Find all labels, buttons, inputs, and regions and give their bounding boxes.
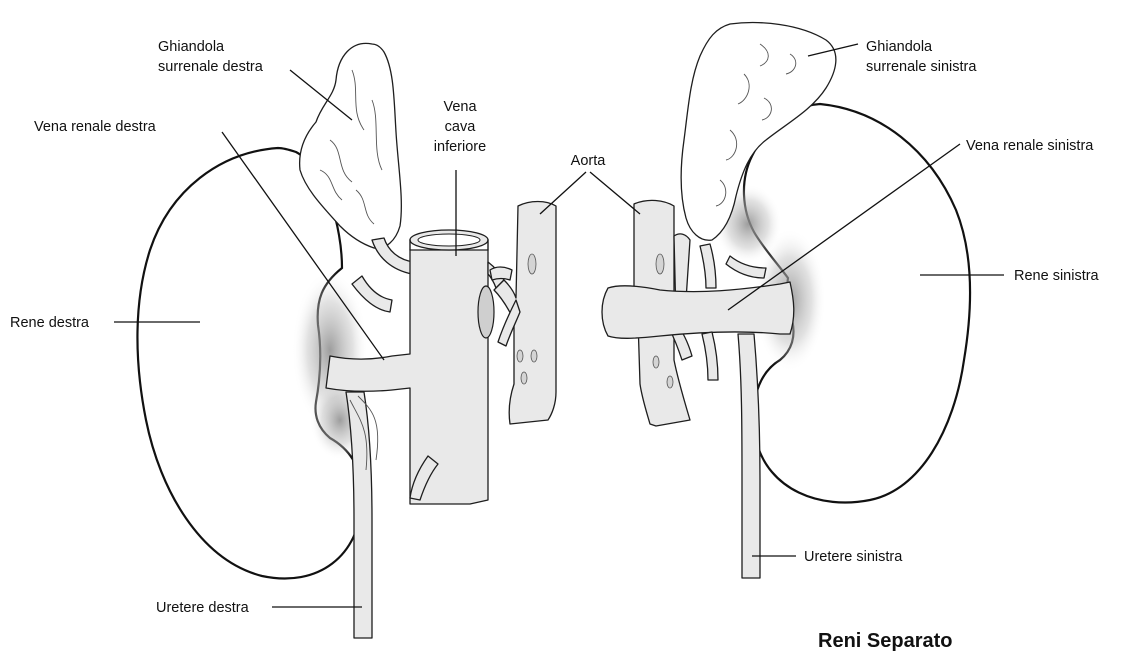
label-kidney-right: Rene destra	[10, 315, 90, 331]
label-kidney-left: Rene sinistra	[1014, 268, 1100, 284]
adrenal-vessels-right	[352, 238, 414, 312]
label-ureter-left: Uretere sinistra	[804, 549, 903, 565]
ureter-left	[738, 334, 760, 578]
label-adrenal-left-2: surrenale sinistra	[866, 59, 977, 75]
label-renal-vein-right: Vena renale destra	[34, 119, 157, 135]
label-adrenal-right-1: Ghiandola	[158, 39, 225, 55]
label-ivc-3: inferiore	[434, 139, 486, 155]
label-aorta: Aorta	[571, 153, 607, 169]
aorta-segment-left	[490, 202, 556, 425]
label-renal-vein-left: Vena renale sinistra	[966, 138, 1094, 154]
label-adrenal-left-1: Ghiandola	[866, 39, 933, 55]
label-ureter-right: Uretere destra	[156, 600, 250, 616]
label-ivc-2: cava	[445, 119, 477, 135]
diagram-title: Reni Separato	[818, 630, 952, 652]
label-adrenal-right-2: surrenale destra	[158, 59, 264, 75]
label-ivc-1: Vena	[443, 99, 477, 115]
